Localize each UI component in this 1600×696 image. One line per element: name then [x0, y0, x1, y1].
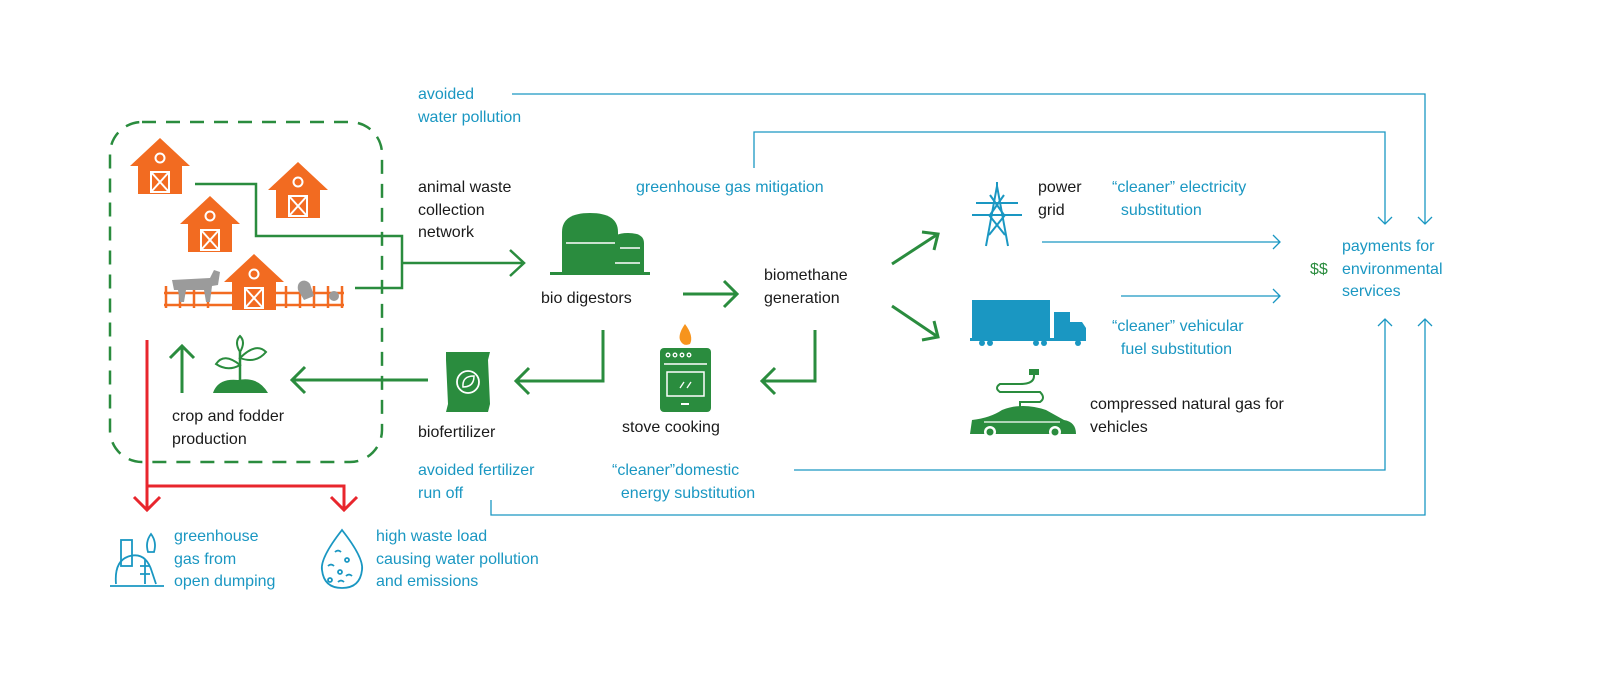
avoided-fertilizer-runoff-label: avoided fertilizer run off [418, 462, 535, 502]
stove-icon [660, 324, 711, 412]
arrow-to-vehicles [891, 304, 940, 342]
ghg-benefit-line [753, 131, 1386, 224]
cleaner-electricity-label: “cleaner” electricity substitution [1112, 179, 1247, 219]
bio-digestor-icon [550, 213, 650, 275]
cow-icon [172, 270, 220, 302]
arrow-to-stove [759, 330, 817, 396]
biofertilizer-label: biofertilizer [418, 424, 496, 441]
barn-icon [129, 137, 191, 195]
cng-vehicles-label: compressed natural gas for vehicles [1090, 396, 1284, 436]
arrow-head [1377, 216, 1393, 225]
arrow-to-biofertilizer [513, 330, 605, 396]
arrow-crop-to-farm [168, 343, 196, 393]
arrow-head [1417, 318, 1433, 327]
arrow-to-biomethane [683, 279, 740, 309]
truck-icon [970, 300, 1086, 346]
open-dumping-label: greenhouse gas from open dumping [174, 528, 276, 590]
fertilizer-benefit-line [490, 319, 1426, 516]
landfill-icon [110, 532, 164, 587]
water-pollution-label: high waste load causing water pollution … [376, 528, 539, 590]
sprout-icon [213, 334, 268, 393]
ghg-mitigation-label: greenhouse gas mitigation [636, 179, 824, 196]
bio-digestors-label: bio digestors [541, 290, 632, 307]
biomethane-label: biomethane generation [764, 267, 848, 307]
domestic-benefit-line [794, 319, 1386, 471]
crop-production-label: crop and fodder production [172, 408, 285, 448]
negative-outcome-lines [132, 340, 359, 513]
currency-label: $$ [1310, 261, 1328, 278]
chick-icon [329, 291, 339, 301]
cleaner-vehicular-label: “cleaner” vehicular fuel substitution [1112, 318, 1244, 358]
barn-with-livestock-icon [164, 253, 344, 311]
collection-network-label: animal waste collection network [418, 179, 512, 241]
farm-boundary [108, 120, 384, 464]
arrow-head [1272, 288, 1281, 304]
arrow-to-power-grid [891, 230, 940, 266]
arrow-head [1377, 318, 1393, 327]
power-grid-label: power grid [1038, 179, 1082, 219]
payments-label: payments for environmental services [1342, 238, 1443, 300]
arrow-head [1272, 234, 1281, 250]
cleaner-domestic-label: “cleaner”domestic energy substitution [612, 462, 756, 502]
arrow-head [1417, 216, 1433, 225]
stove-cooking-label: stove cooking [622, 419, 720, 436]
water-pollution-benefit-line [512, 93, 1426, 224]
polluted-water-drop-icon [320, 528, 364, 589]
barn-icon [179, 195, 241, 253]
collection-network-lines [195, 182, 526, 290]
avoided-water-pollution-label: avoided water pollution [418, 86, 522, 126]
fertilizer-bag-icon [446, 352, 490, 412]
cng-car-icon [970, 369, 1076, 438]
arrow-to-crop [289, 365, 428, 395]
barn-icon [267, 161, 329, 219]
power-tower-icon [972, 182, 1022, 247]
chicken-icon [297, 280, 314, 300]
